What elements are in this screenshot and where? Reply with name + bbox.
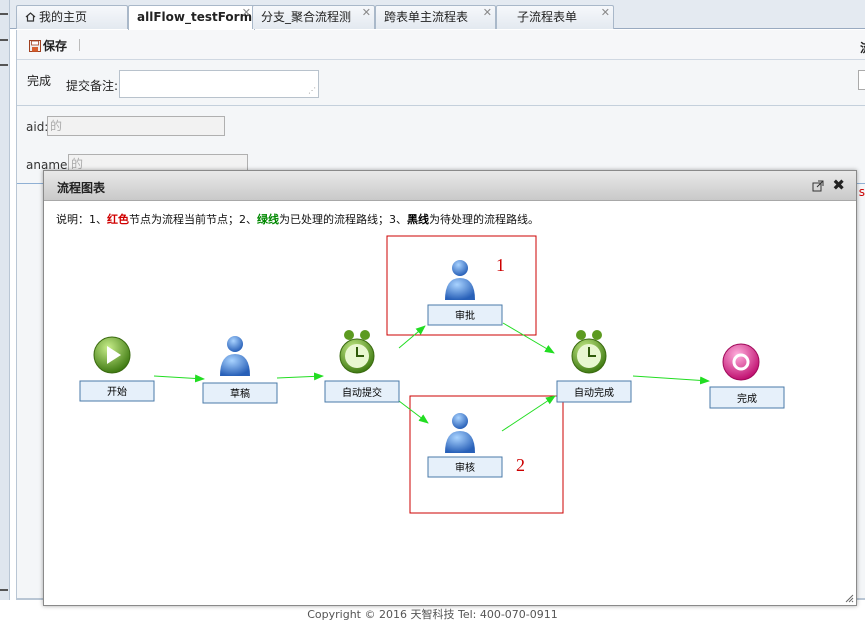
note-black-word: 黑线 — [407, 213, 429, 226]
edge-review-autocomplete — [501, 395, 556, 432]
edge-draft-autosubmit — [276, 372, 324, 381]
node-end-box — [709, 386, 785, 409]
node-auto-complete[interactable]: 自动完成 — [556, 330, 632, 403]
close-icon[interactable]: ✕ — [600, 6, 610, 19]
note-red-word: 红色 — [107, 213, 129, 226]
node-label: 自动完成 — [574, 386, 614, 399]
user-icon — [445, 260, 475, 300]
node-auto-complete-box — [556, 380, 632, 403]
close-icon[interactable]: ✕ — [241, 6, 251, 19]
branch-1-box — [386, 235, 537, 336]
gutter-tick — [0, 64, 8, 66]
submit-row: 完成 提交备注: ⋰ — [17, 62, 865, 106]
done-label: 完成 — [27, 74, 52, 88]
tab-label: 我的主页 — [39, 10, 88, 24]
node-auto-submit-box — [324, 380, 400, 403]
flow-edges — [153, 322, 710, 432]
close-icon[interactable]: ✕ — [482, 6, 492, 19]
tab-allflow-testform[interactable]: allFlow_testForm ✕ — [128, 5, 255, 30]
node-label: 完成 — [737, 392, 757, 405]
clock-icon — [571, 330, 607, 374]
end-icon — [722, 343, 760, 381]
edge-autocomplete-end — [632, 375, 710, 385]
node-label: 审批 — [455, 309, 475, 322]
tab-bar: 我的主页 allFlow_testForm ✕ 分支_聚合流程测 ✕ 跨表单主流… — [10, 0, 865, 30]
side-button[interactable] — [858, 70, 865, 90]
note-part2: 为已处理的流程路线；3、 — [279, 213, 407, 226]
tab-label: 分支_聚合流程测 — [261, 10, 352, 24]
required-mark: s — [858, 185, 865, 199]
tab-home[interactable]: 我的主页 — [16, 5, 128, 29]
dialog-header[interactable]: 流程图表 ✖ — [44, 171, 856, 201]
node-start-box — [79, 380, 155, 402]
branch-1-number: 1 — [496, 255, 505, 275]
node-auto-submit[interactable]: 自动提交 — [324, 330, 400, 403]
node-label: 审核 — [455, 461, 475, 474]
toolbar-separator — [79, 39, 80, 51]
note-part1: 节点为流程当前节点；2、 — [129, 213, 257, 226]
clock-icon — [339, 330, 375, 374]
close-icon[interactable]: ✖ — [832, 176, 845, 194]
edge-start-draft — [153, 374, 205, 383]
flow-diagram: 1 2 开始 草稿 — [79, 235, 785, 514]
dialog-title: 流程图表 — [57, 181, 106, 195]
node-draft-box — [202, 382, 278, 404]
aid-field[interactable]: 的 — [47, 116, 225, 136]
tab-label: allFlow_testForm — [137, 10, 253, 24]
node-approve[interactable]: 审批 — [427, 260, 503, 326]
tab-cross-form-main-flow[interactable]: 跨表单主流程表 ✕ — [375, 5, 496, 29]
gutter-tick — [0, 589, 8, 591]
flow-chart-dialog: 流程图表 ✖ 说明：1、红色节点为流程当前节点；2、绿线为已处理的流程路线；3、… — [43, 170, 857, 606]
note-part3: 为待处理的流程路线。 — [429, 213, 539, 226]
edge-autosubmit-review — [398, 400, 429, 424]
node-end[interactable]: 完成 — [709, 343, 785, 409]
tab-label: 跨表单主流程表 — [384, 10, 469, 24]
branch-2-box — [409, 395, 564, 514]
node-approve-box — [427, 304, 503, 326]
aname-label: aname: — [26, 158, 72, 172]
user-icon — [445, 413, 475, 453]
edge-approve-autocomplete — [502, 322, 555, 354]
tab-subflow-form[interactable]: 子流程表单 ✕ — [496, 5, 614, 29]
remark-textarea[interactable]: ⋰ — [119, 70, 319, 98]
footer-text: Copyright © 2016 天智科技 Tel: 400-070-0911 — [307, 608, 558, 620]
gutter-tick — [0, 13, 8, 15]
toolbar-flow-button[interactable]: 流 — [860, 39, 865, 56]
close-icon[interactable]: ✕ — [361, 6, 371, 19]
node-label: 开始 — [107, 385, 127, 398]
branch-2-number: 2 — [516, 455, 525, 475]
edge-autosubmit-approve — [398, 325, 426, 349]
left-gutter — [0, 0, 10, 620]
note-prefix: 说明：1、 — [56, 213, 107, 226]
resize-grip-icon[interactable] — [844, 593, 854, 603]
aid-label: aid: — [26, 120, 49, 134]
tab-branch-merge-flow[interactable]: 分支_聚合流程测 ✕ — [252, 5, 375, 29]
user-icon — [220, 336, 250, 376]
legend-note: 说明：1、红色节点为流程当前节点；2、绿线为已处理的流程路线；3、黑线为待处理的… — [56, 211, 539, 227]
save-button[interactable]: 保存 — [29, 37, 67, 54]
node-review-box — [427, 456, 503, 478]
gutter-tick — [0, 39, 8, 41]
node-label: 自动提交 — [342, 386, 382, 399]
remark-label: 提交备注: — [66, 79, 119, 93]
tab-label: 子流程表单 — [517, 10, 578, 24]
node-start[interactable]: 开始 — [79, 336, 155, 402]
save-label: 保存 — [43, 39, 68, 53]
node-draft[interactable]: 草稿 — [202, 336, 278, 404]
popout-icon[interactable] — [812, 180, 824, 192]
toolbar: 保存 流 — [17, 30, 865, 60]
resize-grip-icon[interactable]: ⋰ — [308, 86, 316, 95]
node-label: 草稿 — [230, 387, 250, 400]
note-green-word: 绿线 — [257, 213, 279, 226]
node-review[interactable]: 审核 — [427, 413, 503, 478]
save-icon — [29, 40, 41, 52]
home-icon — [25, 12, 36, 22]
